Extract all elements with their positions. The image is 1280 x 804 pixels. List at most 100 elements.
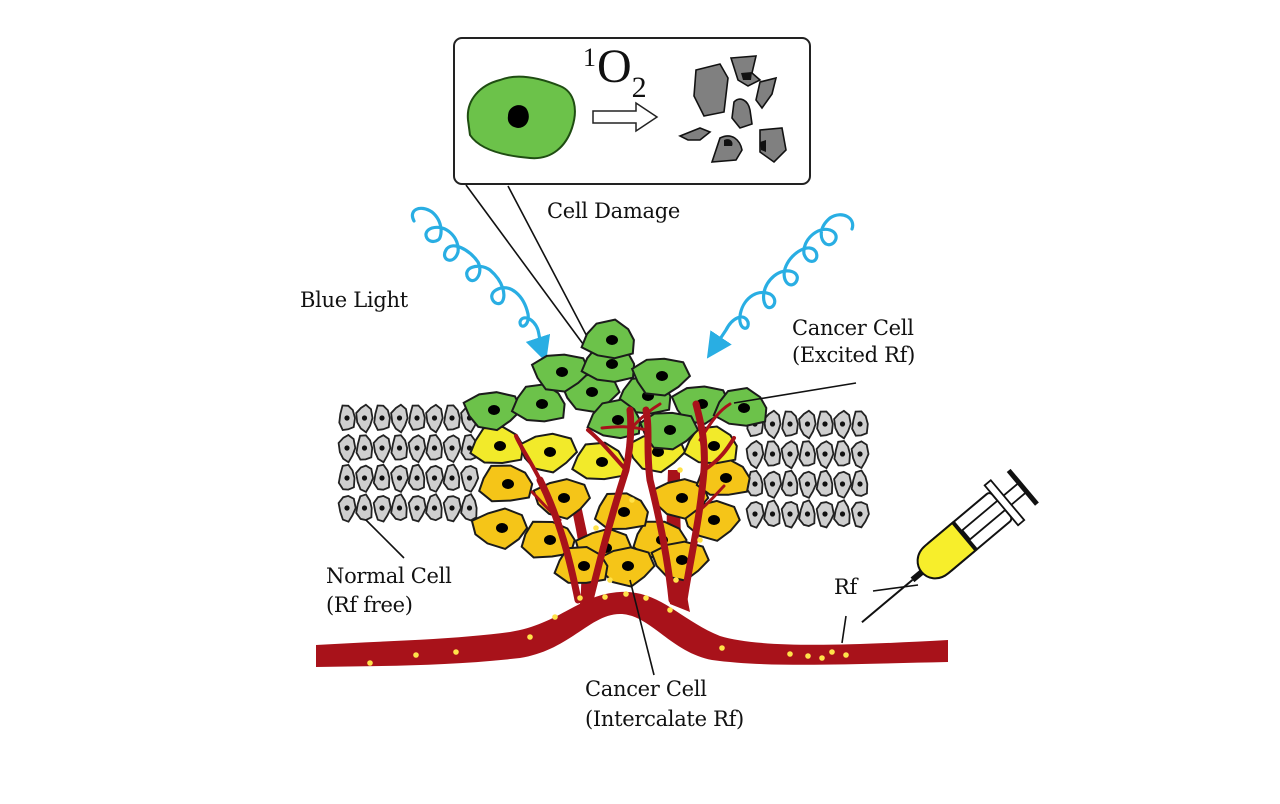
normal-cells-right	[745, 409, 870, 529]
rf-particle	[367, 660, 373, 666]
normal-cell-label-line1: Normal Cell	[326, 564, 452, 588]
leader-normal	[365, 519, 405, 559]
cancer-cell-nucleus	[618, 507, 630, 517]
inset-debris-dark-spots	[724, 72, 766, 152]
rf-particle	[643, 595, 649, 601]
tumor-capillaries	[514, 400, 736, 604]
rf-particle	[602, 594, 608, 600]
cancer-cell-nucleus	[612, 415, 624, 425]
normal-cell-nucleus	[787, 451, 793, 457]
normal-cell-nucleus	[769, 421, 776, 427]
normal-cell-nucleus	[431, 445, 438, 451]
normal-cell-nucleus	[752, 481, 758, 487]
normal-cell-nucleus	[361, 415, 368, 421]
blue-light-wave-left	[410, 206, 551, 363]
rf-particle	[453, 649, 459, 655]
normal-cell-nucleus	[822, 421, 828, 427]
cancer-cell-nucleus	[606, 335, 618, 345]
leader-rf-syringe	[872, 584, 919, 592]
normal-cell-nucleus	[449, 415, 455, 421]
normal-cell-nucleus	[361, 445, 368, 451]
normal-cell-nucleus	[466, 505, 473, 511]
normal-cell-nucleus	[431, 505, 438, 511]
cancer-cell-nucleus	[536, 399, 548, 409]
blue-light-wave-right	[706, 213, 855, 359]
normal-cell-nucleus	[379, 445, 385, 451]
normal-cell-nucleus	[344, 415, 350, 421]
cancer-cell-nucleus	[558, 493, 570, 503]
cancer-cell-nucleus	[502, 479, 514, 489]
normal-cell-nucleus	[414, 445, 420, 451]
cancer-cell-nucleus	[652, 447, 664, 457]
cancer-cell-nucleus	[494, 441, 506, 451]
normal-cell-nucleus	[361, 505, 368, 511]
cancer-intercalate-label-line1: Cancer Cell	[585, 677, 707, 701]
rf-syringe-label: Rf	[834, 575, 857, 599]
rf-particle	[577, 595, 583, 601]
normal-cell-nucleus	[787, 481, 793, 487]
o2-superscript: 1	[583, 43, 596, 72]
normal-cell-nucleus	[344, 475, 350, 481]
normal-cell-nucleus	[344, 505, 350, 511]
normal-cell-nucleus	[857, 421, 863, 427]
cell-damage-caption: Cell Damage	[547, 199, 680, 223]
rf-particle	[593, 525, 599, 531]
normal-cell-nucleus	[396, 505, 403, 511]
cancer-cell-nucleus	[586, 387, 598, 397]
leader-intercalate	[629, 579, 655, 676]
normal-cell-nucleus	[379, 475, 385, 481]
inset-leader-line-right	[507, 185, 593, 347]
normal-cell-nucleus	[449, 505, 455, 511]
syringe-thumb-rest	[1006, 468, 1039, 506]
normal-cell-nucleus	[857, 451, 863, 457]
cancer-cell-nucleus	[708, 441, 720, 451]
o2-base: O	[597, 40, 632, 93]
normal-cell-nucleus	[431, 415, 438, 421]
normal-cell-nucleus	[344, 445, 350, 451]
normal-cells-left	[337, 403, 480, 523]
normal-cell-nucleus	[804, 421, 811, 427]
rf-particle	[697, 537, 703, 543]
cancer-cell-nucleus	[544, 447, 556, 457]
normal-cell-nucleus	[822, 451, 828, 457]
rf-particle	[552, 614, 558, 620]
normal-cell-nucleus	[379, 505, 385, 511]
blue-light-label: Blue Light	[300, 288, 408, 312]
normal-cell-nucleus	[839, 421, 846, 427]
normal-cell-label-line2: (Rf free)	[326, 593, 413, 617]
normal-cell-nucleus	[449, 475, 455, 481]
cancer-cell-nucleus	[656, 371, 668, 381]
rf-particle	[667, 607, 673, 613]
rf-particles	[367, 467, 849, 666]
cancer-cell-nucleus	[556, 367, 568, 377]
normal-cell-nucleus	[414, 415, 420, 421]
normal-cell-nucleus	[839, 451, 846, 457]
normal-cell-nucleus	[752, 511, 758, 517]
cancer-cell-nucleus	[738, 403, 750, 413]
cancer-cell-nucleus	[664, 425, 676, 435]
rf-particle	[787, 651, 793, 657]
rf-particle	[819, 655, 825, 661]
normal-cell-nucleus	[787, 421, 793, 427]
inset-cell-debris	[678, 55, 787, 164]
normal-cell-nucleus	[414, 505, 420, 511]
normal-cell-nucleus	[769, 451, 776, 457]
rf-particle	[413, 652, 419, 658]
cancer-excited-label-line1: Cancer Cell	[792, 316, 914, 340]
normal-cell-nucleus	[769, 481, 776, 487]
rf-particle	[527, 634, 533, 640]
cancer-cell-nucleus	[720, 473, 732, 483]
rf-particle	[677, 467, 683, 473]
normal-cell-nucleus	[839, 481, 846, 487]
cancer-cell-nucleus	[676, 493, 688, 503]
cancer-cell-nucleus	[578, 561, 590, 571]
normal-cell-nucleus	[431, 475, 438, 481]
normal-cell-nucleus	[752, 451, 758, 457]
normal-cell-nucleus	[822, 511, 828, 517]
normal-cell-nucleus	[449, 445, 455, 451]
cancer-cell-nucleus	[596, 457, 608, 467]
normal-cell-nucleus	[822, 481, 828, 487]
normal-cell-nucleus	[414, 475, 420, 481]
cancer-cell-nucleus	[488, 405, 500, 415]
